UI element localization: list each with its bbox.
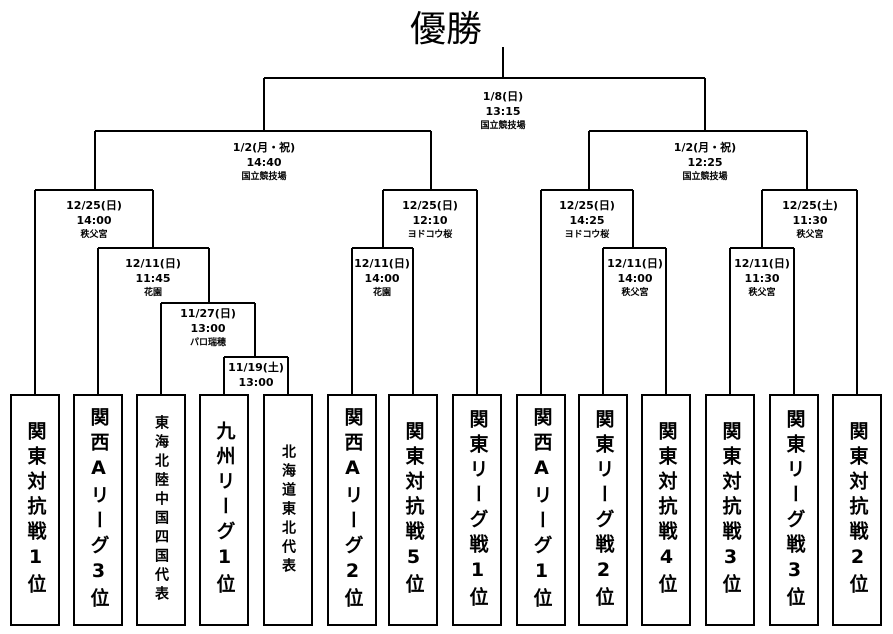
championship-title: 優勝 <box>409 9 483 50</box>
match-venue: パロ瑞穂 <box>189 338 226 348</box>
team-box-4: 九州リーグ1位 <box>199 394 249 626</box>
team-box-3: 東海北陸中国四国代表 <box>136 394 186 626</box>
team-name: 関西Aリーグ1位 <box>530 407 553 613</box>
team-name: 関東対抗戦4位 <box>655 421 678 599</box>
match-time: 11:30 <box>792 214 828 227</box>
team-name: 関西Aリーグ3位 <box>87 407 110 613</box>
match-date: 12/25(日) <box>66 199 122 212</box>
round2-line <box>160 302 256 394</box>
quarterfinal-2-line <box>382 189 478 394</box>
team-name: 関西Aリーグ2位 <box>341 407 364 613</box>
team-box-13: 関東リーグ戦3位 <box>769 394 819 626</box>
round16-2-line <box>351 247 414 394</box>
team-name: 関東対抗戦5位 <box>402 421 425 599</box>
team-name: 関東対抗戦2位 <box>846 421 869 599</box>
semifinal-left-line <box>94 130 432 190</box>
semifinal-right-line <box>588 130 808 190</box>
team-box-12: 関東対抗戦3位 <box>705 394 755 626</box>
round1-line <box>223 356 289 394</box>
quarterfinal-3-info: 12/25(日) 14:25 ヨドコウ桜 <box>559 198 615 242</box>
match-date: 11/27(日) <box>180 307 236 320</box>
team-box-7: 関東対抗戦5位 <box>388 394 438 626</box>
quarterfinal-1-info: 12/25(日) 14:00 秩父宮 <box>66 198 122 242</box>
match-date: 1/2(月・祝) <box>673 141 737 154</box>
match-time: 14:25 <box>569 214 605 227</box>
match-time: 14:00 <box>364 272 400 285</box>
quarterfinal-4-info: 12/25(土) 11:30 秩父宮 <box>782 198 838 242</box>
match-venue: ヨドコウ桜 <box>564 230 610 240</box>
round16-3-info: 12/11(日) 14:00 秩父宮 <box>607 256 663 300</box>
match-venue: 花園 <box>143 288 162 298</box>
match-time: 14:40 <box>246 156 282 169</box>
round16-1-line <box>97 247 210 394</box>
team-name: 関東リーグ戦1位 <box>466 408 489 612</box>
quarterfinal-1-line <box>34 189 154 394</box>
team-box-10: 関東リーグ戦2位 <box>578 394 628 626</box>
team-box-6: 関西Aリーグ2位 <box>327 394 377 626</box>
final-line <box>263 47 706 131</box>
team-name: 関東リーグ戦2位 <box>592 408 615 612</box>
match-venue: 国立競技場 <box>241 172 287 182</box>
match-date: 12/11(日) <box>607 257 663 270</box>
team-name: 関東リーグ戦3位 <box>783 408 806 612</box>
match-time: 14:00 <box>617 272 653 285</box>
quarterfinal-2-info: 12/25(日) 12:10 ヨドコウ桜 <box>402 198 458 242</box>
match-date: 12/25(日) <box>559 199 615 212</box>
match-venue: 秩父宮 <box>748 288 776 298</box>
round1-info: 11/19(土) 13:00 <box>228 360 284 390</box>
quarterfinal-4-line <box>761 189 858 394</box>
team-name: 関東対抗戦1位 <box>24 421 47 599</box>
round2-info: 11/27(日) 13:00 パロ瑞穂 <box>180 306 236 350</box>
team-name: 九州リーグ1位 <box>213 421 236 599</box>
team-box-8: 関東リーグ戦1位 <box>452 394 502 626</box>
match-time: 12:10 <box>412 214 448 227</box>
match-date: 12/25(土) <box>782 199 838 212</box>
round16-4-line <box>729 247 795 394</box>
semifinal-right-info: 1/2(月・祝) 12:25 国立競技場 <box>674 140 736 184</box>
team-name: 東海北陸中国四国代表 <box>153 415 169 605</box>
round16-3-line <box>602 247 667 394</box>
match-venue: 国立競技場 <box>480 121 526 131</box>
final-info: 1/8(日) 13:15 国立競技場 <box>480 89 525 133</box>
match-date: 1/2(月・祝) <box>232 141 296 154</box>
team-box-14: 関東対抗戦2位 <box>832 394 882 626</box>
team-box-2: 関西Aリーグ3位 <box>73 394 123 626</box>
team-box-9: 関西Aリーグ1位 <box>516 394 566 626</box>
match-time: 14:00 <box>76 214 112 227</box>
match-date: 11/19(土) <box>228 361 284 374</box>
match-date: 12/11(日) <box>734 257 790 270</box>
team-box-1: 関東対抗戦1位 <box>10 394 60 626</box>
quarterfinal-3-line <box>540 189 634 394</box>
match-date: 12/11(日) <box>125 257 181 270</box>
match-venue: 秩父宮 <box>80 230 108 240</box>
match-venue: 秩父宮 <box>621 288 649 298</box>
match-venue: 秩父宮 <box>796 230 824 240</box>
match-time: 11:45 <box>135 272 171 285</box>
match-time: 12:25 <box>687 156 723 169</box>
match-time: 13:15 <box>485 105 521 118</box>
match-date: 12/25(日) <box>402 199 458 212</box>
match-time: 11:30 <box>744 272 780 285</box>
match-venue: ヨドコウ桜 <box>407 230 453 240</box>
round16-4-info: 12/11(日) 11:30 秩父宮 <box>734 256 790 300</box>
match-date: 1/8(日) <box>482 90 524 103</box>
semifinal-left-info: 1/2(月・祝) 14:40 国立競技場 <box>233 140 295 184</box>
match-venue: 花園 <box>372 288 391 298</box>
team-name: 関東対抗戦3位 <box>719 421 742 599</box>
round16-2-info: 12/11(日) 14:00 花園 <box>354 256 410 300</box>
team-name: 北海道東北代表 <box>280 443 296 577</box>
team-box-5: 北海道東北代表 <box>263 394 313 626</box>
match-time: 13:00 <box>190 322 226 335</box>
round16-1-info: 12/11(日) 11:45 花園 <box>125 256 181 300</box>
match-time: 13:00 <box>238 376 274 389</box>
match-date: 12/11(日) <box>354 257 410 270</box>
team-box-11: 関東対抗戦4位 <box>641 394 691 626</box>
match-venue: 国立競技場 <box>682 172 728 182</box>
